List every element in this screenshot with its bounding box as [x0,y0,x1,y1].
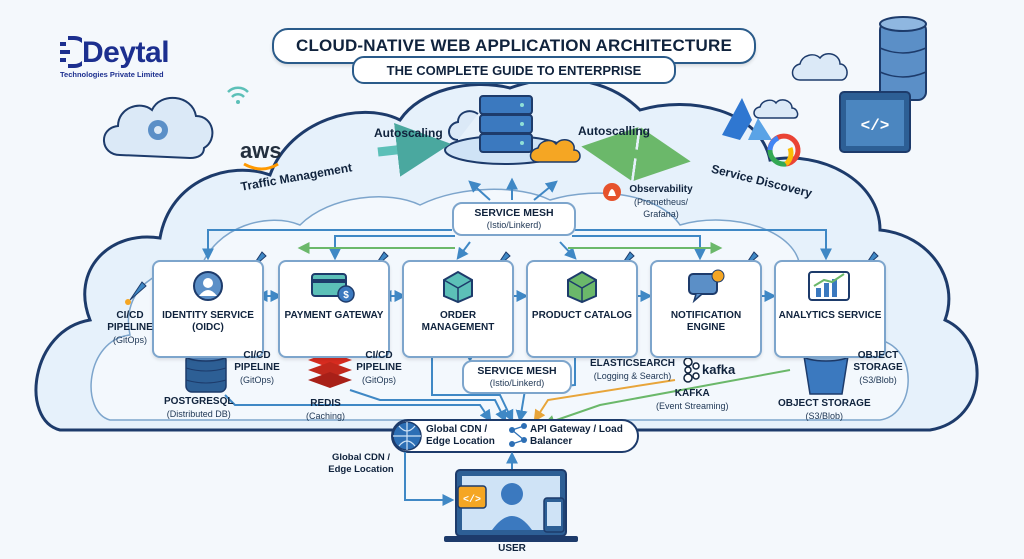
service-card-analytics[interactable]: ANALYTICS SERVICE [774,260,886,358]
api-gateway-label: API Gateway / Load Balancer [530,424,623,447]
box-icon [443,270,473,304]
svg-text:</>: </> [463,494,481,506]
service-card-payment[interactable]: $ PAYMENT GATEWAY [278,260,390,358]
package-icon [567,270,597,304]
service-card-identity[interactable]: IDENTITY SERVICE (OIDC) [152,260,264,358]
service-card-notification[interactable]: NOTIFICATION ENGINE [650,260,762,358]
svg-text:$: $ [343,290,349,301]
object-storage-label-a: OBJECT STORAGE(S3/Blob) [853,350,903,385]
credit-card-icon: $ [311,273,355,303]
autoscaling-right-label: Autoscalling [578,124,651,138]
service-name: IDENTITY SERVICE (OIDC) [162,310,254,333]
small-cloud-icon [791,53,848,81]
aws-smile-icon [243,162,279,171]
elasticsearch-label: ELASTICSEARCH(Logging & Search) [590,358,676,381]
network-icon [509,423,527,447]
observability-label: Observability (Prometheus/ Grafana) [629,184,693,219]
object-storage-label-b: OBJECT STORAGE(S3/Blob) [778,398,871,421]
service-name: ANALYTICS SERVICE [778,310,882,321]
brand-mark-icon [60,36,90,68]
cicd-payment-label: CI/CD PIPELINE(GitOps) [356,350,402,385]
service-name: ORDER MANAGEMENT [421,310,495,333]
page-subtitle: THE COMPLETE GUIDE TO ENTERPRISE [352,56,676,84]
cdn-inner-label: Global CDN / Edge Location [426,424,495,447]
svg-text:</>: </> [861,117,890,135]
brand-logo [60,36,90,68]
cicd-left-label: CI/CD PIPELINE(GitOps) [107,310,153,345]
kafka-icon [683,357,700,383]
service-mesh-mid-sub: (Istio/Linkerd) [489,378,545,388]
service-name: PAYMENT GATEWAY [284,310,384,321]
service-mesh-top[interactable]: SERVICE MESH (Istio/Linkerd) [452,202,576,236]
code-window-icon: </> [839,91,911,153]
brand-name: Deytal [82,36,170,69]
postgresql-label: POSTGRESQL(Distributed DB) [164,396,234,419]
brand-tagline: Technologies Private Limited [60,70,164,79]
azure-icon [722,98,752,140]
user-laptop-icon: </> [444,469,578,542]
kafka-label: KAFKA(Event Streaming) [656,388,729,411]
cdn-outer-label: Global CDN / Edge Location [328,452,394,475]
service-name: NOTIFICATION ENGINE [670,310,742,333]
service-name: PRODUCT CATALOG [531,310,633,321]
service-mesh-mid[interactable]: SERVICE MESH (Istio/Linkerd) [462,360,572,394]
service-card-product[interactable]: PRODUCT CATALOG [526,260,638,358]
globe-icon [392,421,422,451]
service-mesh-top-sub: (Istio/Linkerd) [486,220,542,230]
database-icon [879,16,927,101]
traffic-arrow [377,123,451,177]
service-mesh-mid-label: SERVICE MESH [477,365,557,377]
service-card-order[interactable]: ORDER MANAGEMENT [402,260,514,358]
kafka-logo-text: kafka [702,362,736,377]
autoscaling-left-label: Autoscaling [374,126,443,140]
chat-bubble-icon [688,269,725,304]
cicd-identity-label: CI/CD PIPELINE(GitOps) [234,350,280,385]
bar-chart-icon [808,271,850,301]
discovery-arrow [581,127,691,181]
user-label: USER [498,543,526,554]
google-cloud-icon [767,133,801,167]
aws-logo: aws [240,138,282,163]
service-mesh-top-label: SERVICE MESH [474,207,554,219]
redis-label: REDIS(Caching) [306,398,346,421]
user-badge-icon [193,271,223,301]
wifi-icon [227,86,249,93]
